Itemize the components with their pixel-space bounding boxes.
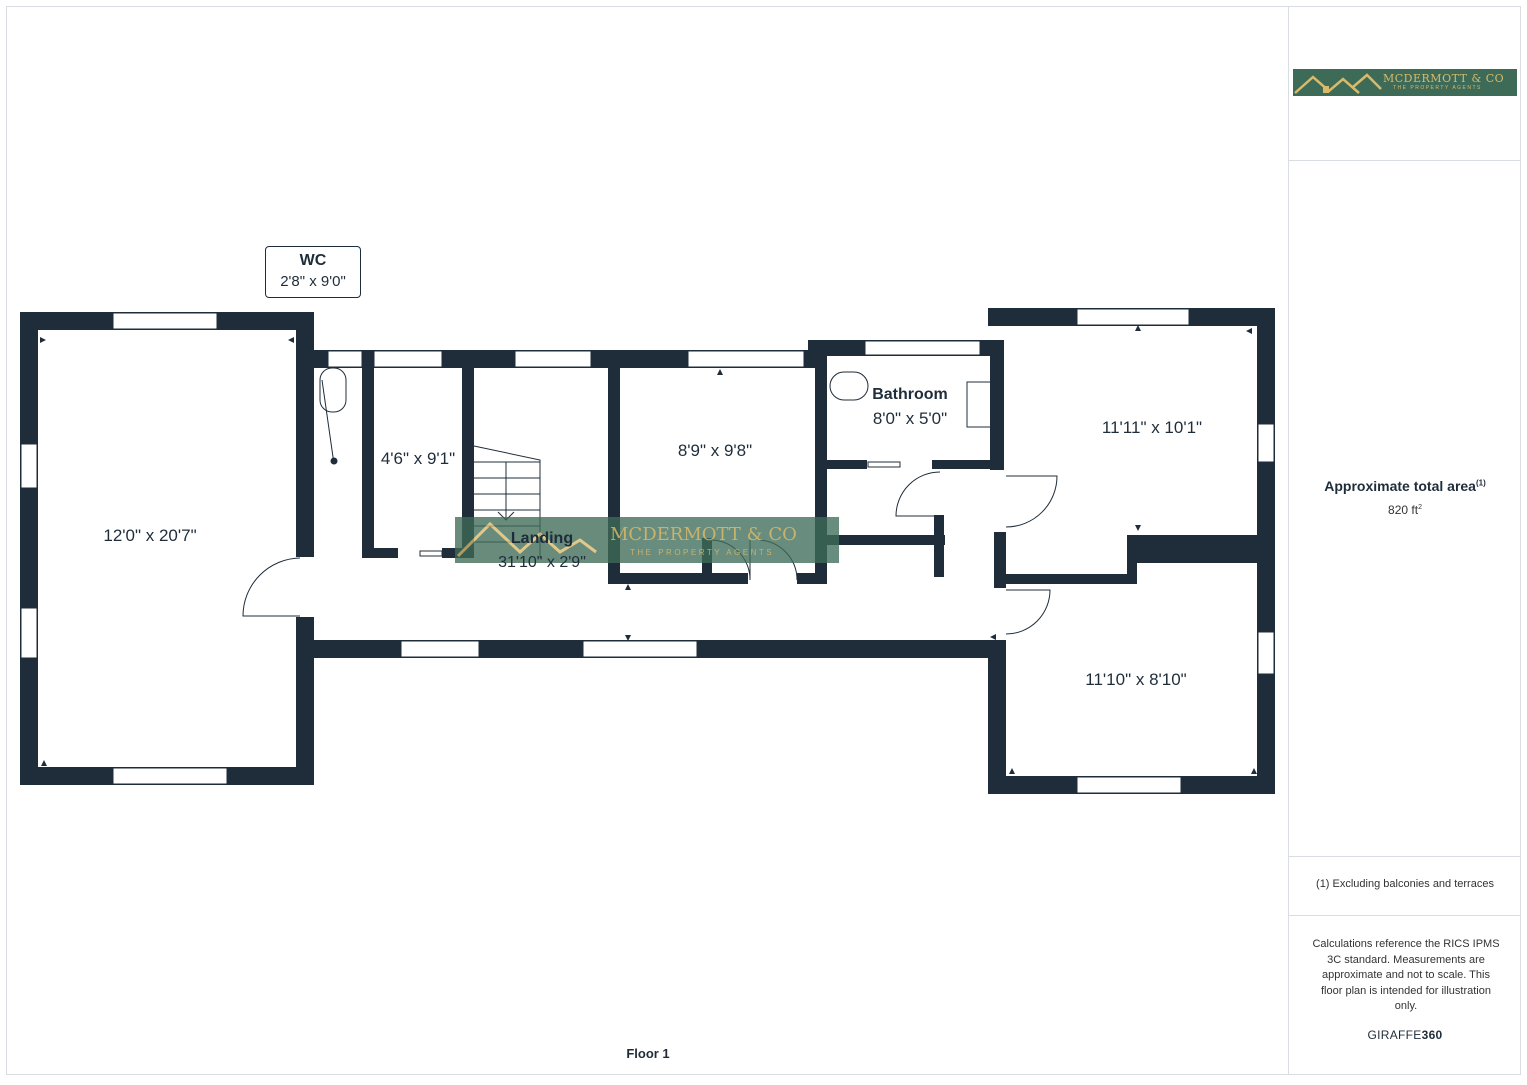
page-frame [6, 6, 1521, 1075]
watermark-subtitle: THE PROPERTY AGENTS [630, 548, 775, 557]
floor-plan-drawing [20, 308, 1275, 794]
total-area-title: Approximate total area(1) [1289, 478, 1521, 494]
sidebar-divider [1289, 915, 1521, 916]
total-area-unit-exponent: 2 [1418, 504, 1422, 511]
floor-label: Floor 1 [626, 1046, 670, 1061]
room-label-bathroom: 8'0" x 5'0" [872, 409, 948, 428]
provider-brand: GIRAFFE360 [1289, 1028, 1521, 1042]
sidebar-divider [1289, 160, 1521, 161]
sidebar-divider [1289, 856, 1521, 857]
room-name-bathroom: Bathroom [872, 386, 948, 403]
room-label-bottom-right: 11'10" x 8'10" [1085, 670, 1187, 689]
wc-title: WC [299, 252, 327, 269]
provider-suffix: 360 [1421, 1028, 1443, 1042]
wc-dimensions: 2'8" x 9'0" [280, 273, 346, 290]
wc-callout: WC 2'8" x 9'0" [265, 246, 361, 298]
footnote: (1) Excluding balconies and terraces [1316, 878, 1494, 890]
total-area-number: 820 ft [1388, 503, 1419, 517]
total-area-marker: (1) [1475, 478, 1486, 488]
room-name-landing: Landing [510, 530, 574, 547]
total-area-value: 820 ft2 [1289, 503, 1521, 517]
windows [20, 308, 1275, 794]
logo-roofs-icon [1294, 73, 1382, 94]
watermark-logo [455, 517, 839, 563]
watermark-text: MCDERMOTT & CO [610, 524, 797, 545]
room-label-middle: 8'9" x 9'8" [677, 441, 753, 460]
calculation-note: Calculations reference the RICS IPMS 3C … [1312, 938, 1500, 1012]
total-area-label: Approximate total area [1324, 478, 1476, 494]
room-label-landing: 31'10" x 2'9" [498, 554, 586, 571]
info-sidebar: MCDERMOTT & CO THE PROPERTY AGENTS Appro… [1288, 6, 1521, 1075]
dimension-markers [40, 325, 1257, 774]
wc-pointer-dot [330, 457, 338, 465]
room-label-cupboard: 4'6" x 9'1" [380, 449, 456, 468]
logo-text: MCDERMOTT & CO [1383, 72, 1505, 85]
floor-plan-area: 12'0" x 20'7" 4'6" x 9'1" 8'9" x 9'8" Ba… [20, 246, 1275, 1061]
provider-prefix: GIRAFFE [1367, 1028, 1422, 1042]
company-logo: MCDERMOTT & CO THE PROPERTY AGENTS [1293, 69, 1517, 96]
logo-subtitle: THE PROPERTY AGENTS [1393, 85, 1482, 91]
room-label-large: 12'0" x 20'7" [103, 526, 197, 545]
room-label-top-right: 11'11" x 10'1" [1101, 418, 1203, 437]
